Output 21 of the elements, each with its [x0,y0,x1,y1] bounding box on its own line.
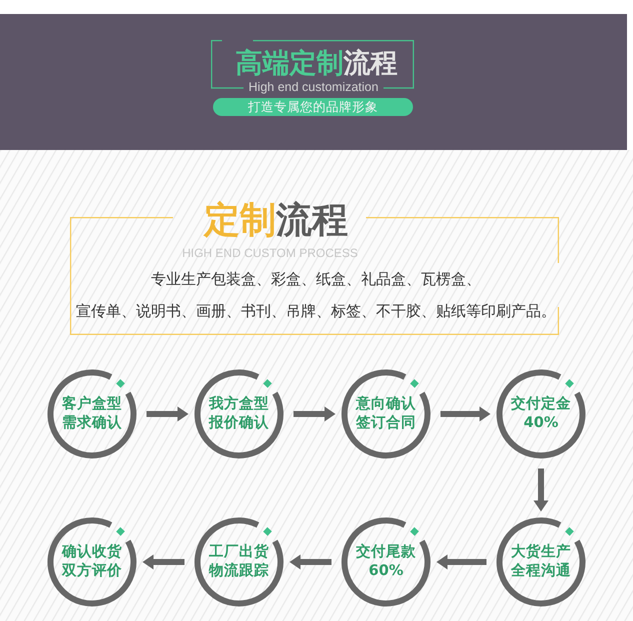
arrow [534,468,548,512]
arrow [142,554,184,570]
step-label: 工厂出货物流跟踪 [209,543,269,581]
tagline-pill: 打造专属您的品牌形象 [213,98,413,116]
description-text: 宣传单、说明书、画册、书刊、吊牌、标签、不干胶、贴纸等印刷产品。 [76,302,556,322]
step-label: 交付定金40% [511,395,571,433]
description-text: 专业生产包装盒、彩盒、纸盒、礼品盒、瓦楞盒、 [151,270,481,290]
step-label: 大货生产全程沟通 [511,543,571,581]
step-label: 客户盒型需求确认 [62,395,122,433]
arrow [436,554,486,570]
step-label: 确认收货双方评价 [62,543,122,581]
section-heading: 定制流程 [204,200,348,242]
arrow [290,554,332,570]
arrow [146,406,188,422]
step-label: 我方盒型报价确认 [209,395,269,433]
subtitle: High end customization [248,80,378,95]
title: 高端定制流程 [236,48,398,80]
arrow [294,406,336,422]
step-label: 意向确认签订合同 [356,395,416,433]
arrow [440,406,490,422]
step-label: 交付尾款60% [356,543,416,581]
